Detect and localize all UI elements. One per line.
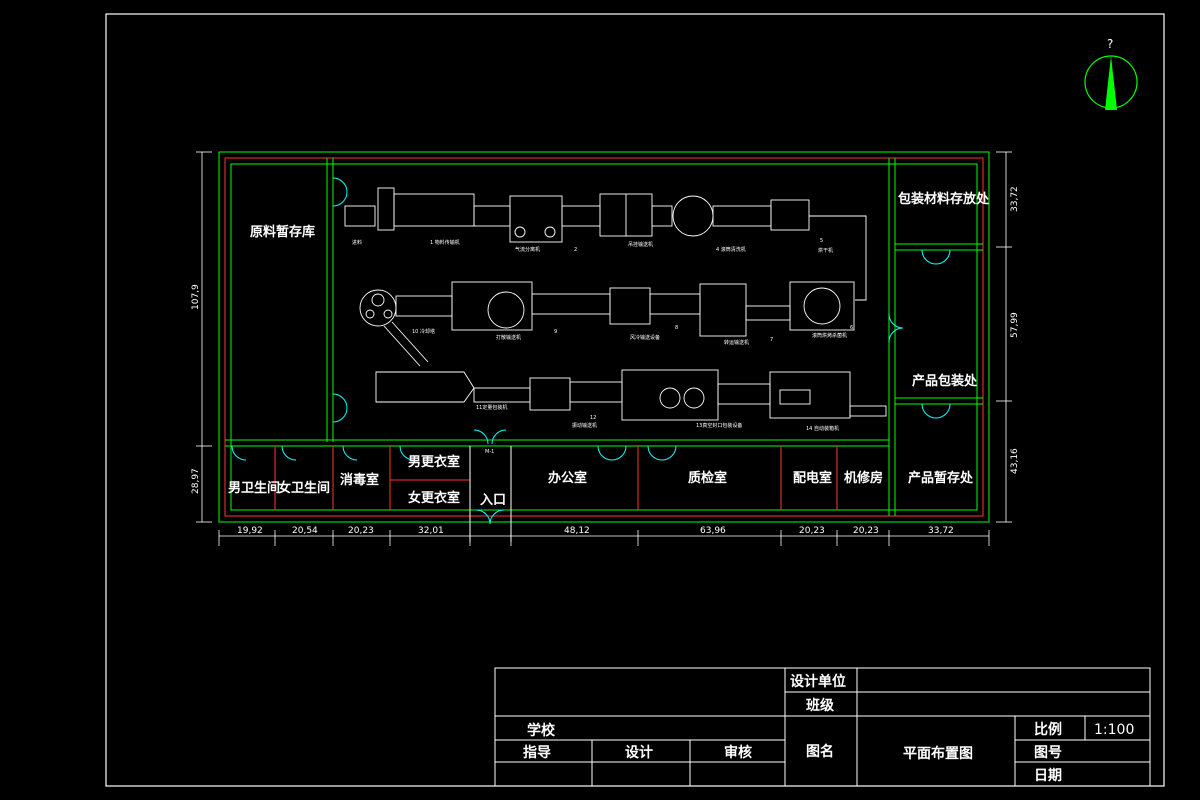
title-block [494,667,1151,787]
dimension-texts: 19,92 20,54 20,23 32,01 48,12 63,96 20,2… [191,186,1020,536]
room-entrance: 入口 [480,493,506,508]
dim-right-2: 43,16 [1010,448,1020,474]
dim-bottom-8: 33,72 [928,526,954,536]
dim-bottom-3: 32,01 [418,526,444,536]
equipment-label-7n: 转运输送机 [724,339,749,346]
dim-bottom-2: 20,23 [348,526,374,536]
room-male-change: 男更衣室 [408,454,460,470]
equipment-label-7: 7 [770,337,773,343]
equipment-label-13: 13真空封口包装设备 [696,422,742,429]
equipment-label-in: 进料 [352,239,362,246]
equipment-label-3: 吊挂输送机 [628,241,653,248]
tb-class: 班级 [806,697,835,714]
equipment-label-12n: 振动输送机 [572,422,597,429]
room-repair: 机修房 [844,470,883,486]
equipment-label-2: 2 [574,247,577,253]
tb-date: 日期 [1034,768,1062,784]
door-tag: M-1 [485,449,494,455]
equipment-label-2n: 气流分离机 [515,246,540,253]
doors [231,177,951,525]
equipment-label-12: 12 [590,415,596,421]
dim-bottom-1: 20,54 [292,526,318,536]
dim-bottom-0: 19,92 [237,526,263,536]
room-pack: 产品包装处 [912,373,978,389]
dim-right-0: 33,72 [1010,186,1020,212]
equipment-label-6: 6 [850,325,853,331]
building-walls [218,151,990,542]
tb-scale-label: 比例 [1034,721,1062,738]
tb-design: 设计 [625,744,653,761]
north-arrow-icon: ? [1084,37,1138,110]
dim-bottom-7: 20,23 [853,526,879,536]
tb-drawing-title: 平面布置图 [903,745,973,762]
equipment-label-5: 5 [820,238,823,244]
equipment-layout [344,187,887,421]
room-male-wc: 男卫生间 [228,480,280,496]
tb-drawing-no: 图号 [1034,745,1062,761]
dim-right-1: 57,99 [1010,312,1020,338]
tb-scale-value: 1:100 [1094,722,1134,738]
dim-bottom-4: 48,12 [564,526,590,536]
room-power: 配电室 [793,470,832,486]
tb-guide: 指导 [523,744,551,761]
equipment-label-8: 8 [675,325,678,331]
room-raw-storage: 原料暂存库 [250,224,315,240]
room-qc: 质检室 [688,470,727,486]
equipment-label-14: 14 自动装箱机 [806,425,839,432]
dimension-lines [196,151,1012,546]
equipment-label-8n: 风冷输送设备 [630,334,660,341]
tb-review: 审核 [724,744,752,761]
tb-design-unit: 设计单位 [790,673,846,690]
room-office: 办公室 [548,470,587,486]
equipment-label-5n: 烘干机 [818,247,833,254]
title-block-texts: 设计单位 班级 学校 指导 设计 审核 图名 平面布置图 比例 1:100 图号… [523,673,1134,784]
dim-left-0: 107,9 [191,284,201,310]
equipment-label-9n: 打散输送机 [496,334,521,341]
room-product-storage: 产品暂存处 [908,470,974,486]
room-female-change: 女更衣室 [408,490,460,506]
drawing-frame [105,13,1165,787]
tb-school: 学校 [527,722,556,739]
north-arrow-label: ? [1107,37,1113,51]
dim-left-1: 28,97 [191,468,201,494]
equipment-label-4: 4 滚筒清洗机 [716,246,746,253]
equipment-label-10: 10 冷却塔 [412,328,435,335]
tb-drawing-name: 图名 [806,743,834,760]
equipment-labels: 进料 1 物料传输机 气流分离机 2 吊挂输送机 4 滚筒清洗机 5 烘干机 6… [352,238,853,432]
equipment-label-11: 11定量包装机 [476,404,507,411]
room-disinfection: 消毒室 [340,472,379,488]
equipment-label-1: 1 物料传输机 [430,239,460,246]
room-female-wc: 女卫生间 [278,480,330,496]
equipment-label-6n: 滚筒烘烤杀菌机 [812,332,847,339]
room-pack-material: 包装材料存放处 [898,191,990,207]
dim-bottom-6: 20,23 [799,526,825,536]
room-labels: 原料暂存库 包装材料存放处 产品包装处 男卫生间 女卫生间 消毒室 男更衣室 女… [228,191,990,508]
equipment-label-9: 9 [554,329,557,335]
dim-bottom-5: 63,96 [700,526,726,536]
